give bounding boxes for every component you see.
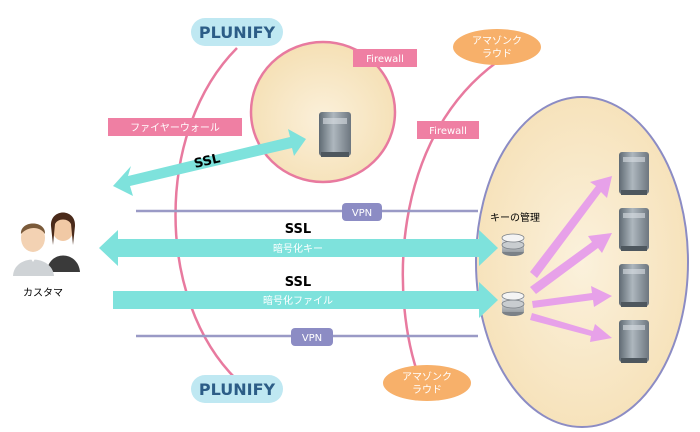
cloud-server-icon-4 xyxy=(619,320,649,363)
key-management-label: キーの管理 xyxy=(490,211,540,224)
amazon-cloud-label-bottom-line1: アマゾンク xyxy=(402,371,452,383)
cloud-server-icon-2 xyxy=(619,208,649,251)
amazon-boundary-curve xyxy=(401,60,498,381)
ssl-label-bottom: SSL xyxy=(285,275,311,290)
key-database-icon xyxy=(501,233,525,256)
ssl-label-middle: SSL xyxy=(285,222,311,237)
ssl-label-top: SSL xyxy=(193,151,222,172)
plunify-badge-bottom: PLUNIFY xyxy=(191,375,283,403)
vpn-badge-bottom: VPN xyxy=(291,328,333,346)
encrypted-key-label: 暗号化キー xyxy=(273,242,323,255)
amazon-cloud-badge-bottom: アマゾンク ラウド xyxy=(383,365,471,401)
firewall-label-plunify: Firewall xyxy=(366,54,404,65)
customer-label: カスタマ xyxy=(23,287,63,299)
file-database-icon xyxy=(501,291,525,316)
plunify-badge-top: PLUNIFY xyxy=(191,18,283,46)
amazon-cloud-badge-top: アマゾンク ラウド xyxy=(453,29,541,65)
customer-people-icon xyxy=(13,212,80,276)
firewall-badge-amazon: Firewall xyxy=(417,121,479,139)
ssl-arrow-to-plunify xyxy=(113,129,306,196)
firewall-label-customer: ファイヤーウォール xyxy=(130,122,220,134)
plunify-server-icon xyxy=(319,112,351,157)
plunify-label-top: PLUNIFY xyxy=(199,23,276,42)
cloud-server-icon-1 xyxy=(619,152,649,195)
amazon-cloud-label-top-line1: アマゾンク xyxy=(472,35,522,47)
plunify-boundary-curve xyxy=(174,47,238,381)
firewall-badge-customer: ファイヤーウォール xyxy=(108,118,242,136)
ssl-arrow-encrypted-key xyxy=(99,230,498,266)
plunify-label-bottom: PLUNIFY xyxy=(199,380,276,399)
distribution-arrows xyxy=(530,176,612,342)
encrypted-file-label: 暗号化ファイル xyxy=(263,294,333,307)
vpn-badge-top: VPN xyxy=(342,203,382,221)
ssl-arrow-encrypted-file xyxy=(113,282,498,318)
amazon-cloud-ellipse xyxy=(475,96,689,428)
firewall-badge-plunify: Firewall xyxy=(353,49,417,67)
cloud-server-icon-3 xyxy=(619,264,649,307)
vpn-label-bottom: VPN xyxy=(302,333,322,344)
firewall-label-amazon: Firewall xyxy=(429,126,467,137)
amazon-cloud-label-top-line2: ラウド xyxy=(482,48,512,60)
vpn-label-top: VPN xyxy=(352,208,372,219)
amazon-cloud-label-bottom-line2: ラウド xyxy=(412,384,442,396)
